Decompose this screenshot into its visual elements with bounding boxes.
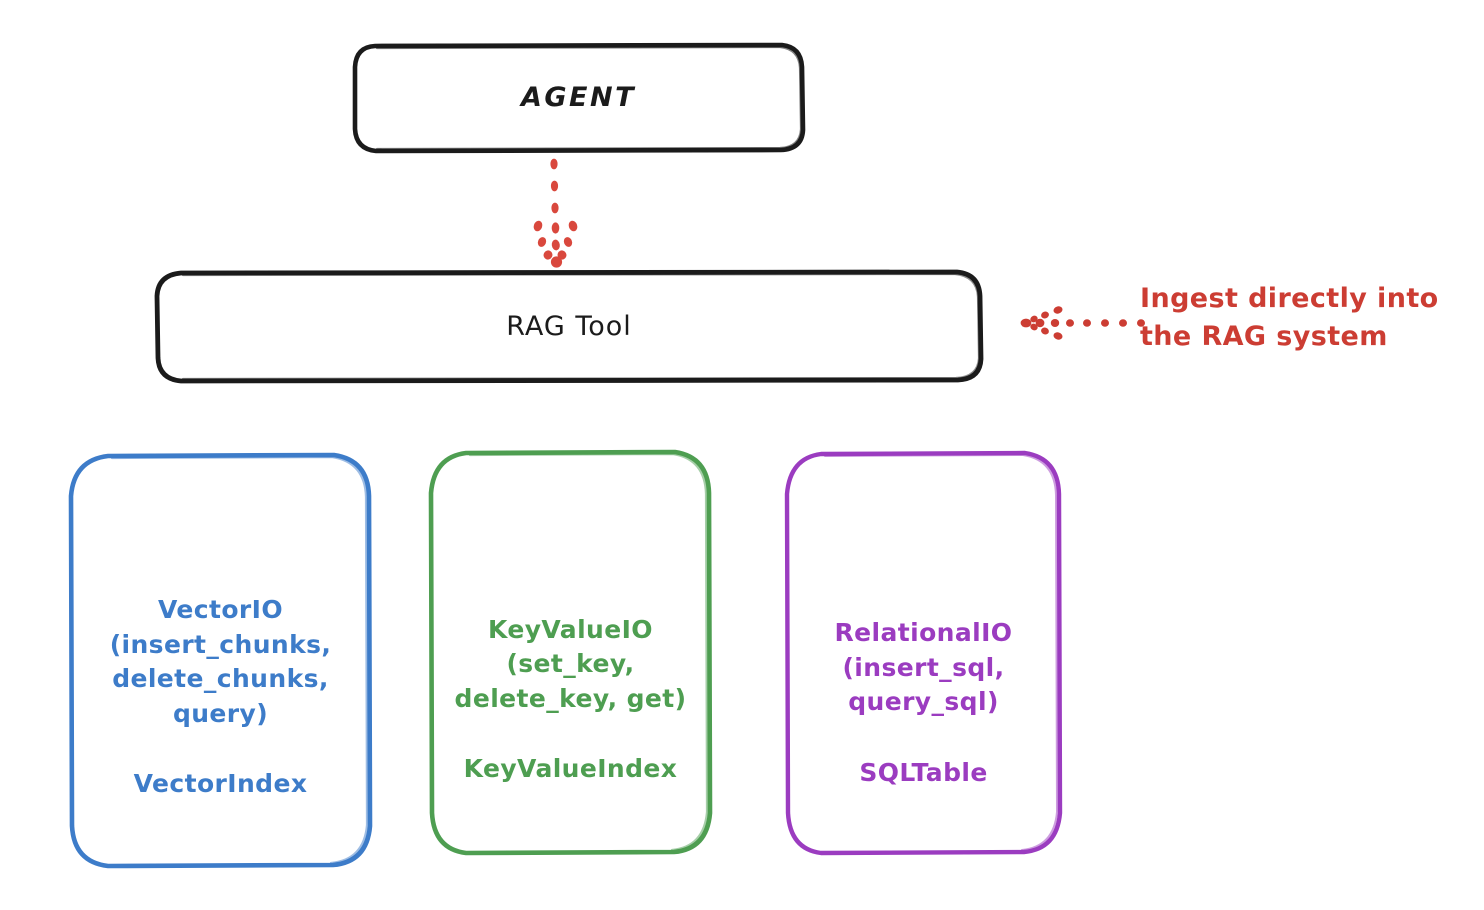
node-key-value-io[interactable]: KeyValueIO (set_key, delete_key, get) Ke… <box>428 449 713 856</box>
node-key-value-io-index-label: KeyValueIndex <box>463 754 678 783</box>
node-vector-io-api-label: VectorIO (insert_chunks, delete_chunks, … <box>109 595 332 728</box>
node-relational-io-content: RelationalIO (insert_sql, query_sql) SQL… <box>784 616 1063 790</box>
node-rag-tool-label: RAG Tool <box>506 310 632 342</box>
node-vector-io[interactable]: VectorIO (insert_chunks, delete_chunks, … <box>68 452 373 869</box>
node-vector-io-index-label: VectorIndex <box>133 769 308 799</box>
node-relational-io-index-label: SQLTable <box>859 757 988 787</box>
annotation-ingest-text: Ingest directly into the RAG system <box>1140 283 1439 353</box>
node-relational-io[interactable]: RelationalIO (insert_sql, query_sql) SQL… <box>784 450 1063 856</box>
node-agent-label: AGENT <box>520 82 636 114</box>
node-rag-tool[interactable]: RAG Tool <box>154 269 984 384</box>
node-vector-io-content: VectorIO (insert_chunks, delete_chunks, … <box>68 593 373 802</box>
node-agent[interactable]: AGENT <box>352 42 806 154</box>
connector-ingest-to-rag-tool <box>1018 298 1148 350</box>
connector-agent-to-rag-tool <box>505 150 625 280</box>
node-key-value-io-content: KeyValueIO (set_key, delete_key, get) Ke… <box>428 613 713 787</box>
node-relational-io-api-label: RelationalIO (insert_sql, query_sql) <box>834 618 1013 716</box>
node-key-value-io-api-label: KeyValueIO (set_key, delete_key, get) <box>454 614 687 713</box>
